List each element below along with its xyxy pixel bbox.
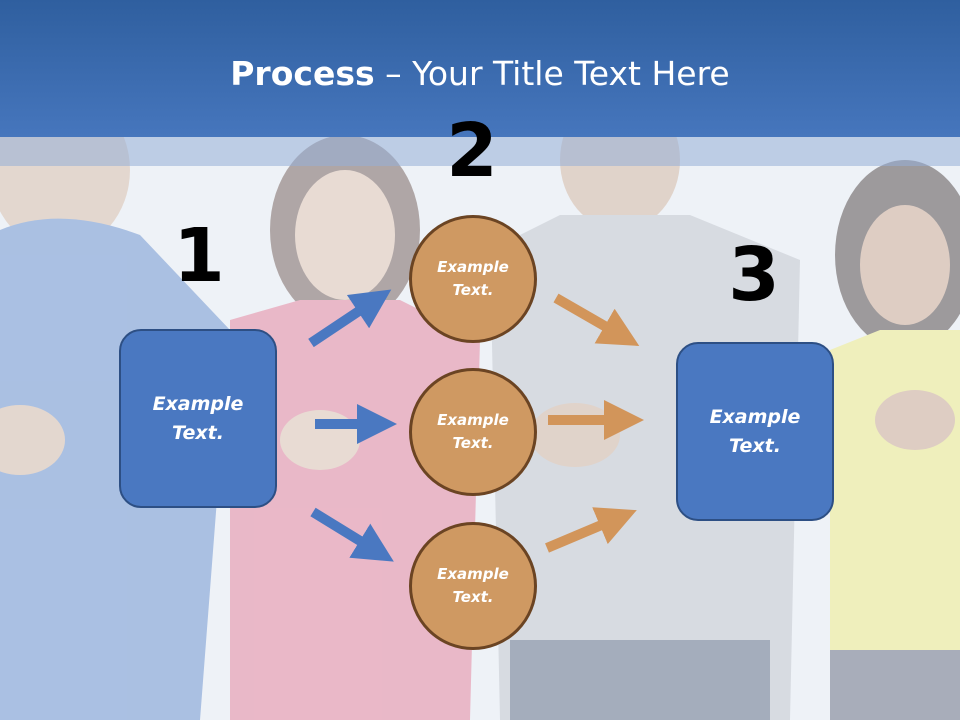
right-step-box: Example Text.	[676, 342, 834, 521]
title-bar	[0, 0, 960, 137]
middle-circle-center: Example Text.	[409, 368, 537, 496]
step-number-1: 1	[173, 213, 225, 299]
middle-circle-center-text: Example Text.	[437, 411, 509, 452]
left-step-box-text: Example Text.	[152, 392, 244, 444]
right-step-box-text: Example Text.	[709, 405, 801, 457]
title-strip	[0, 137, 960, 166]
middle-circle-bottom-text: Example Text.	[437, 565, 509, 606]
middle-circle-top-text: Example Text.	[437, 258, 509, 299]
arrow-bottom-to-right	[545, 507, 637, 553]
middle-circle-bottom: Example Text.	[409, 522, 537, 650]
step-number-2: 2	[446, 108, 498, 194]
slide-title: Process – Your Title Text Here	[0, 52, 960, 96]
middle-circle-top: Example Text.	[409, 215, 537, 343]
left-step-box: Example Text.	[119, 329, 277, 508]
arrow-left-to-top	[308, 289, 392, 348]
title-rest-part: – Your Title Text Here	[374, 54, 730, 93]
arrow-left-to-bottom	[310, 507, 394, 562]
step-number-3: 3	[728, 232, 780, 318]
title-bold-part: Process	[230, 54, 375, 93]
arrow-top-to-right	[553, 293, 640, 346]
